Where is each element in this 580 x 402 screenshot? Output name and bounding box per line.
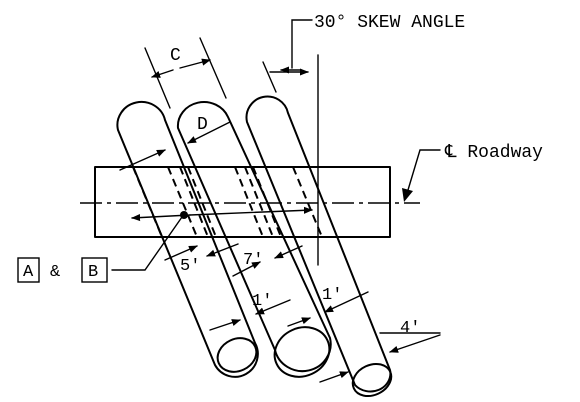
dim-1ft-a-label: 1' <box>252 292 272 311</box>
pipe-left-end <box>216 337 258 373</box>
pipe-left <box>116 100 259 378</box>
dim-5ft: 5' <box>164 243 239 276</box>
ampersand-label: & <box>50 263 60 282</box>
dim-c-label: C <box>170 46 181 66</box>
dim-c: C <box>144 37 227 109</box>
dim-7ft-label: 7' <box>243 251 263 270</box>
roadway-box <box>94 166 391 238</box>
roadway-label: ℄ Roadway <box>444 143 543 163</box>
skew-angle-callout: 30° SKEW ANGLE <box>262 13 465 266</box>
dim-1ft-a: 1' <box>209 292 291 331</box>
box-a-label: A <box>23 263 34 282</box>
box-b-label: B <box>88 263 98 282</box>
pipe-right-end <box>351 362 393 398</box>
dim-7ft: 7' <box>232 245 303 277</box>
dim-1ft-b: 1' <box>287 286 369 327</box>
roadway-callout: ℄ Roadway <box>402 143 543 202</box>
dim-d-label: D <box>197 115 208 135</box>
ab-callout: A & B <box>17 216 183 283</box>
box-a <box>17 257 40 283</box>
skew-angle-label: 30° SKEW ANGLE <box>314 13 465 33</box>
pipe-middle-end <box>273 326 331 378</box>
dim-d: D <box>119 115 231 171</box>
dim-1ft-b-label: 1' <box>322 286 342 305</box>
box-b <box>81 257 108 283</box>
dim-5ft-label: 5' <box>180 257 200 276</box>
dim-4ft-label: 4' <box>400 319 420 338</box>
dim-4ft: 4' <box>319 319 441 383</box>
pipe-left-body <box>116 100 259 378</box>
